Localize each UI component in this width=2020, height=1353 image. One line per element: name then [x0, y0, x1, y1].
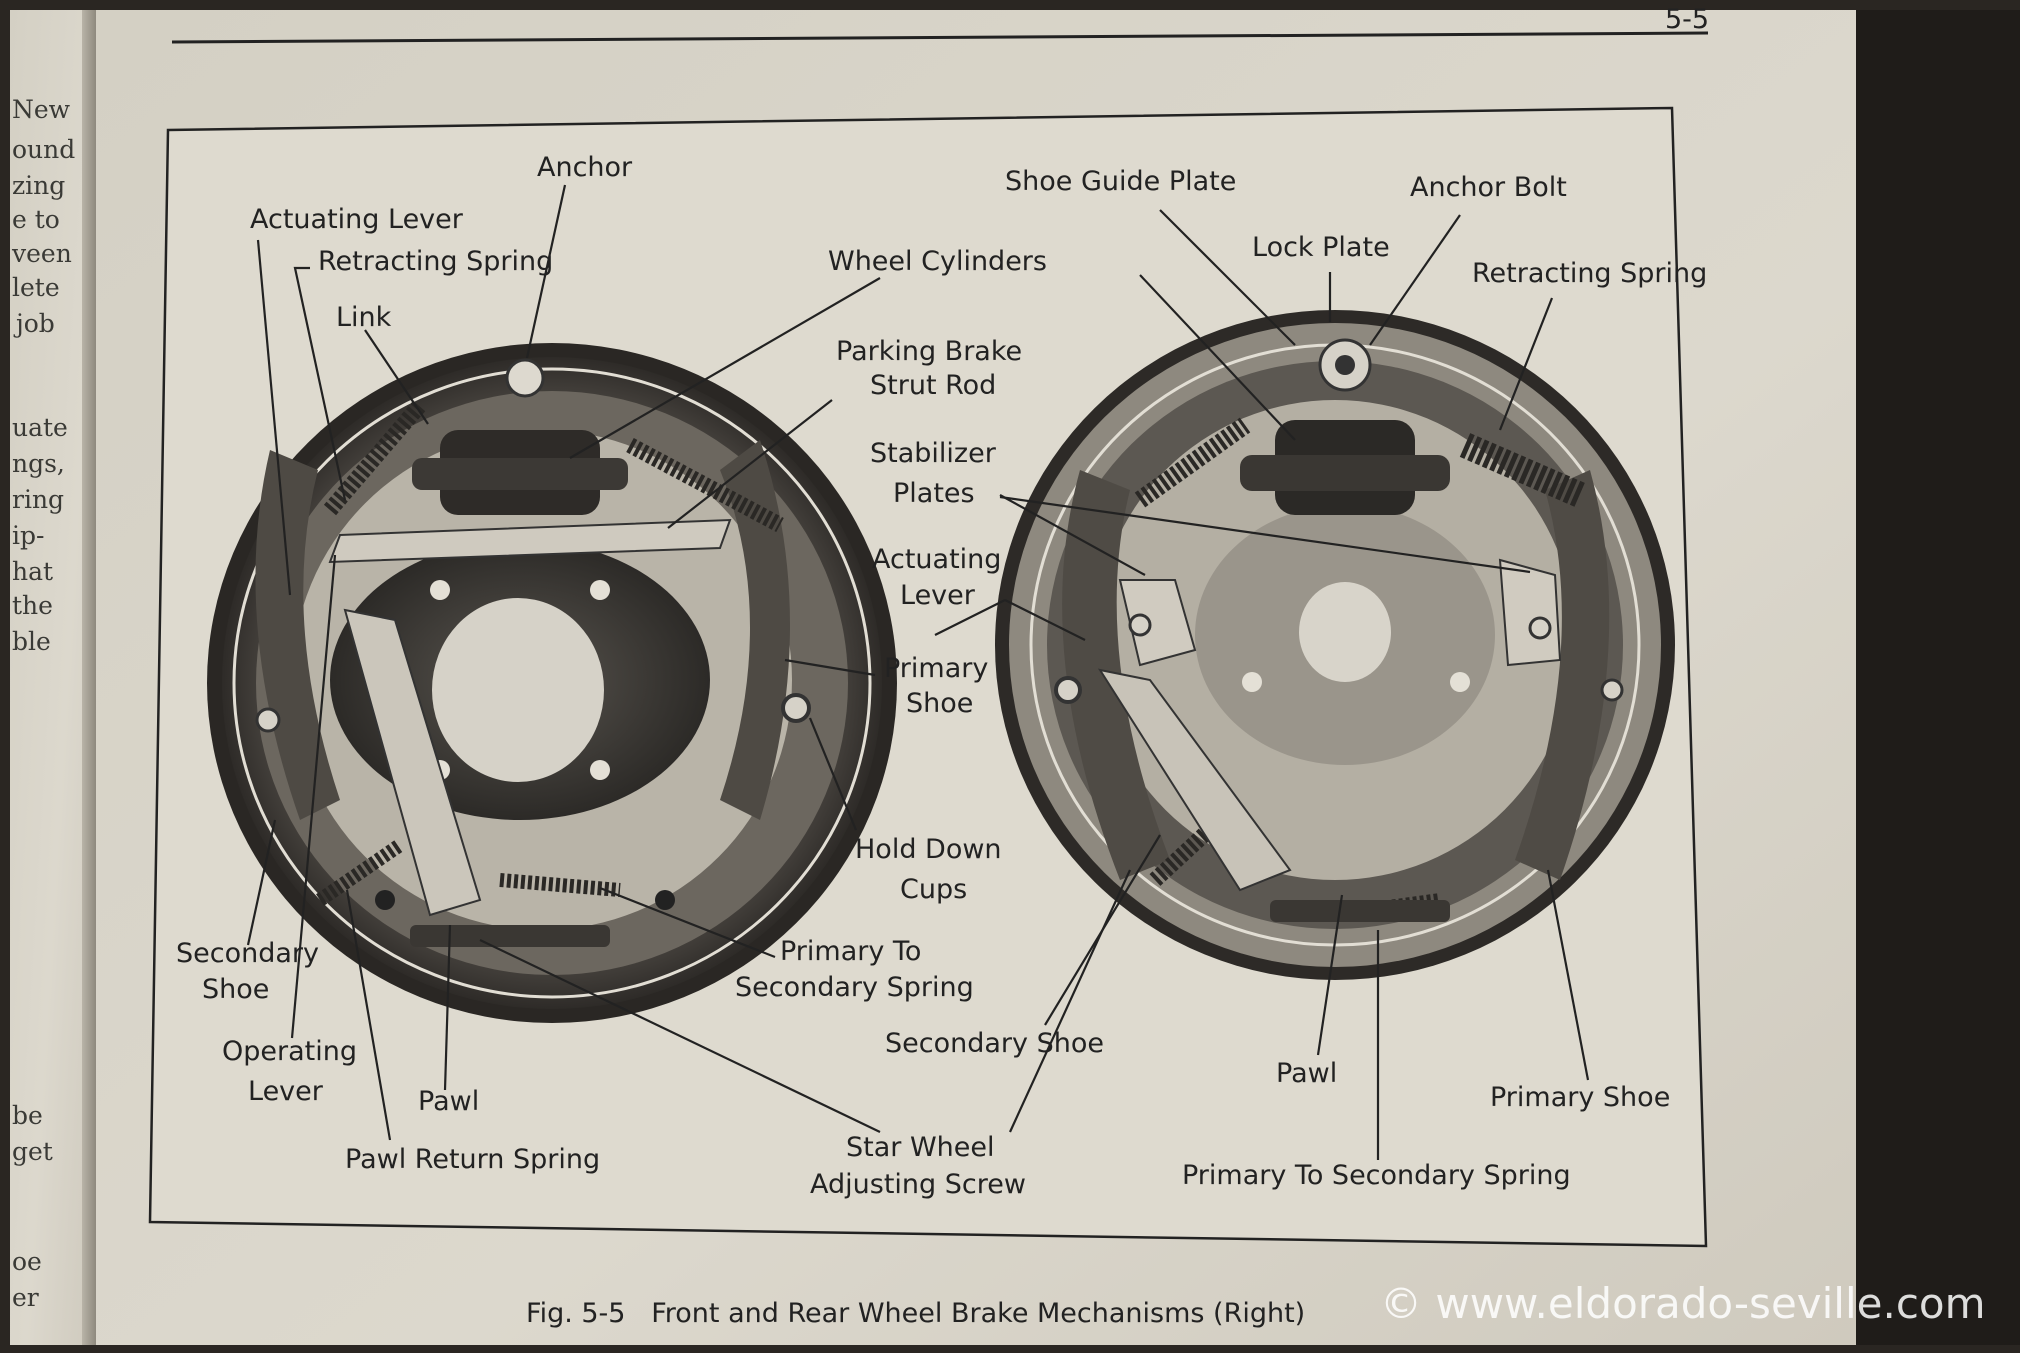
svg-text:job: job	[13, 309, 55, 338]
header-rule	[171, 31, 1709, 44]
label-pawl-rear: Pawl	[1276, 1058, 1337, 1089]
label-lever-center: Lever	[900, 580, 976, 611]
svg-text:ring: ring	[12, 485, 64, 514]
page-number: 5-5	[1665, 4, 1709, 35]
svg-text:the: the	[12, 591, 53, 620]
svg-text:veen: veen	[11, 239, 72, 268]
svg-text:e to: e to	[12, 205, 60, 234]
label-primary-shoe-front: Primary	[884, 653, 988, 684]
rear-brake-labels: Shoe Guide Plate Anchor Bolt Lock Plate …	[1005, 166, 1707, 1191]
svg-text:uate: uate	[12, 413, 68, 442]
svg-text:hat: hat	[12, 557, 53, 586]
label-pawl-return-spring: Pawl Return Spring	[345, 1144, 600, 1175]
label-pawl-front: Pawl	[418, 1086, 479, 1117]
label-primary-shoe-rear: Primary Shoe	[1490, 1082, 1670, 1113]
svg-text:New: New	[12, 95, 71, 124]
svg-text:lete: lete	[12, 273, 60, 302]
label-retracting-spring-rear: Retracting Spring	[1472, 258, 1707, 289]
label-lock-plate: Lock Plate	[1252, 232, 1390, 263]
svg-text:zing: zing	[12, 171, 65, 200]
svg-text:ngs,: ngs,	[12, 449, 65, 478]
label-cups: Cups	[900, 874, 967, 905]
left-page-edge	[10, 10, 92, 1345]
label-actuating-lever: Actuating Lever	[250, 204, 464, 235]
leader-lines	[246, 184, 1590, 1160]
svg-text:be: be	[12, 1101, 43, 1130]
label-primary-shoe-front-2: Shoe	[906, 688, 973, 719]
label-link: Link	[336, 302, 392, 333]
svg-text:er: er	[12, 1283, 39, 1312]
label-retracting-spring: Retracting Spring	[318, 246, 553, 277]
label-operating: Operating	[222, 1036, 357, 1067]
svg-text:get: get	[12, 1137, 53, 1166]
rear-brake-assembly-photo	[995, 310, 1675, 980]
label-stabilizer: Stabilizer	[870, 438, 997, 469]
label-lever-front: Lever	[248, 1076, 324, 1107]
front-brake-labels: Anchor Actuating Lever Retracting Spring…	[176, 152, 1047, 1200]
label-shoe-front: Shoe	[202, 974, 269, 1005]
label-secondary-spring-front: Secondary Spring	[735, 972, 974, 1003]
svg-text:oe: oe	[12, 1247, 42, 1276]
label-star-wheel: Star Wheel	[846, 1132, 995, 1163]
front-brake-assembly-photo	[207, 343, 897, 1023]
label-primary-to: Primary To	[780, 936, 921, 967]
left-page-margin-text: New ound zing e to veen lete job uate ng…	[11, 95, 75, 1312]
label-strut-rod: Strut Rod	[870, 370, 996, 401]
center-labels: Stabilizer Plates Actuating Lever Second…	[870, 438, 1104, 1059]
svg-text:ble: ble	[12, 627, 51, 656]
label-plates: Plates	[893, 478, 975, 509]
label-primary-to-secondary-rear: Primary To Secondary Spring	[1182, 1160, 1571, 1191]
watermark: © www.eldorado-seville.com	[1380, 1279, 1986, 1328]
label-adjusting-screw: Adjusting Screw	[810, 1169, 1026, 1200]
label-anchor-bolt: Anchor Bolt	[1410, 172, 1567, 203]
label-secondary-shoe-rear: Secondary Shoe	[885, 1028, 1104, 1059]
label-anchor: Anchor	[537, 152, 633, 183]
label-parking-brake: Parking Brake	[836, 336, 1022, 367]
svg-text:ip-: ip-	[12, 521, 44, 550]
label-secondary: Secondary	[176, 938, 319, 969]
label-hold-down: Hold Down	[855, 834, 1002, 865]
figure-caption: Fig. 5-5 Front and Rear Wheel Brake Mech…	[526, 1298, 1305, 1329]
svg-text:ound: ound	[12, 135, 75, 164]
label-actuating: Actuating	[872, 544, 1001, 575]
label-shoe-guide-plate: Shoe Guide Plate	[1005, 166, 1236, 197]
label-wheel-cylinders: Wheel Cylinders	[828, 246, 1047, 277]
